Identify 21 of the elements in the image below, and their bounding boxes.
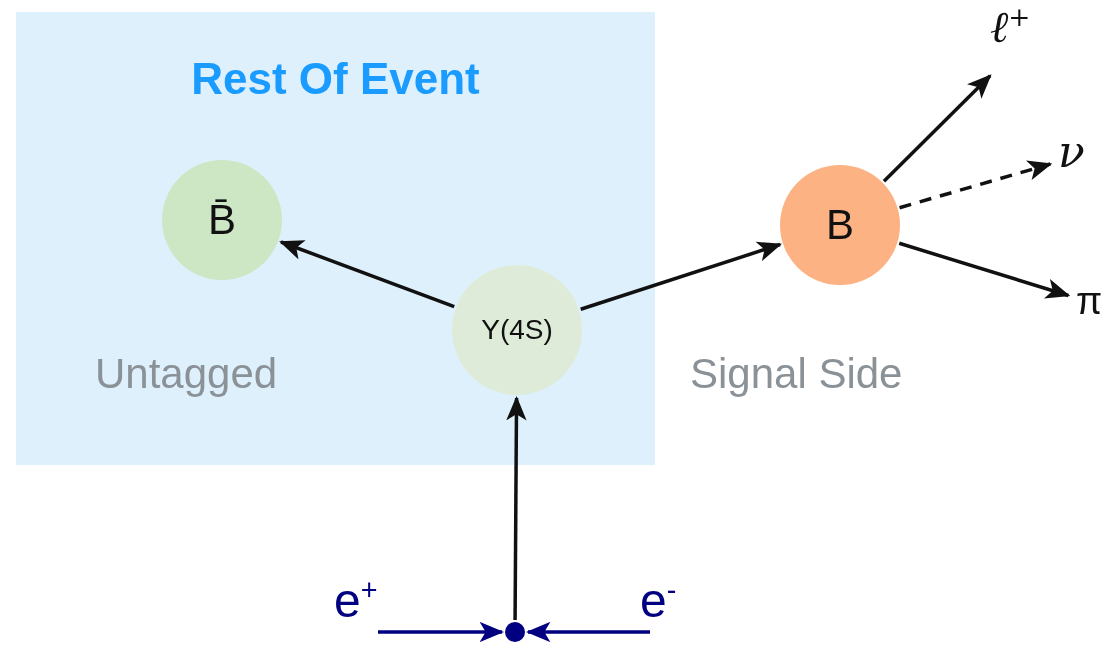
particle-symbol: π [1076,282,1116,326]
rest-of-event-region [16,12,655,465]
particle-symbol: ν [1058,130,1098,182]
side-label: Untagged [95,350,278,398]
arrow [378,621,505,643]
arrow [882,74,992,183]
collision-point [505,622,525,642]
particle-symbol: e$^{-}$ [640,576,706,634]
particle-symbol: ℓ$^{+}$ [990,4,1068,70]
arrow [279,240,455,309]
arrow [506,395,527,620]
side-label: Signal Side [690,350,903,398]
particle-circle: B̄ [162,160,282,280]
particle-circle: B [780,165,900,285]
arrow [898,241,1071,299]
arrow [525,621,650,643]
dashed-arrow [899,160,1053,210]
arrow [580,241,783,311]
particle-symbol: e$^{+}$ [334,576,400,634]
particle-circle: Y(4S) [452,265,582,395]
region-title: Rest Of Event [190,54,481,104]
